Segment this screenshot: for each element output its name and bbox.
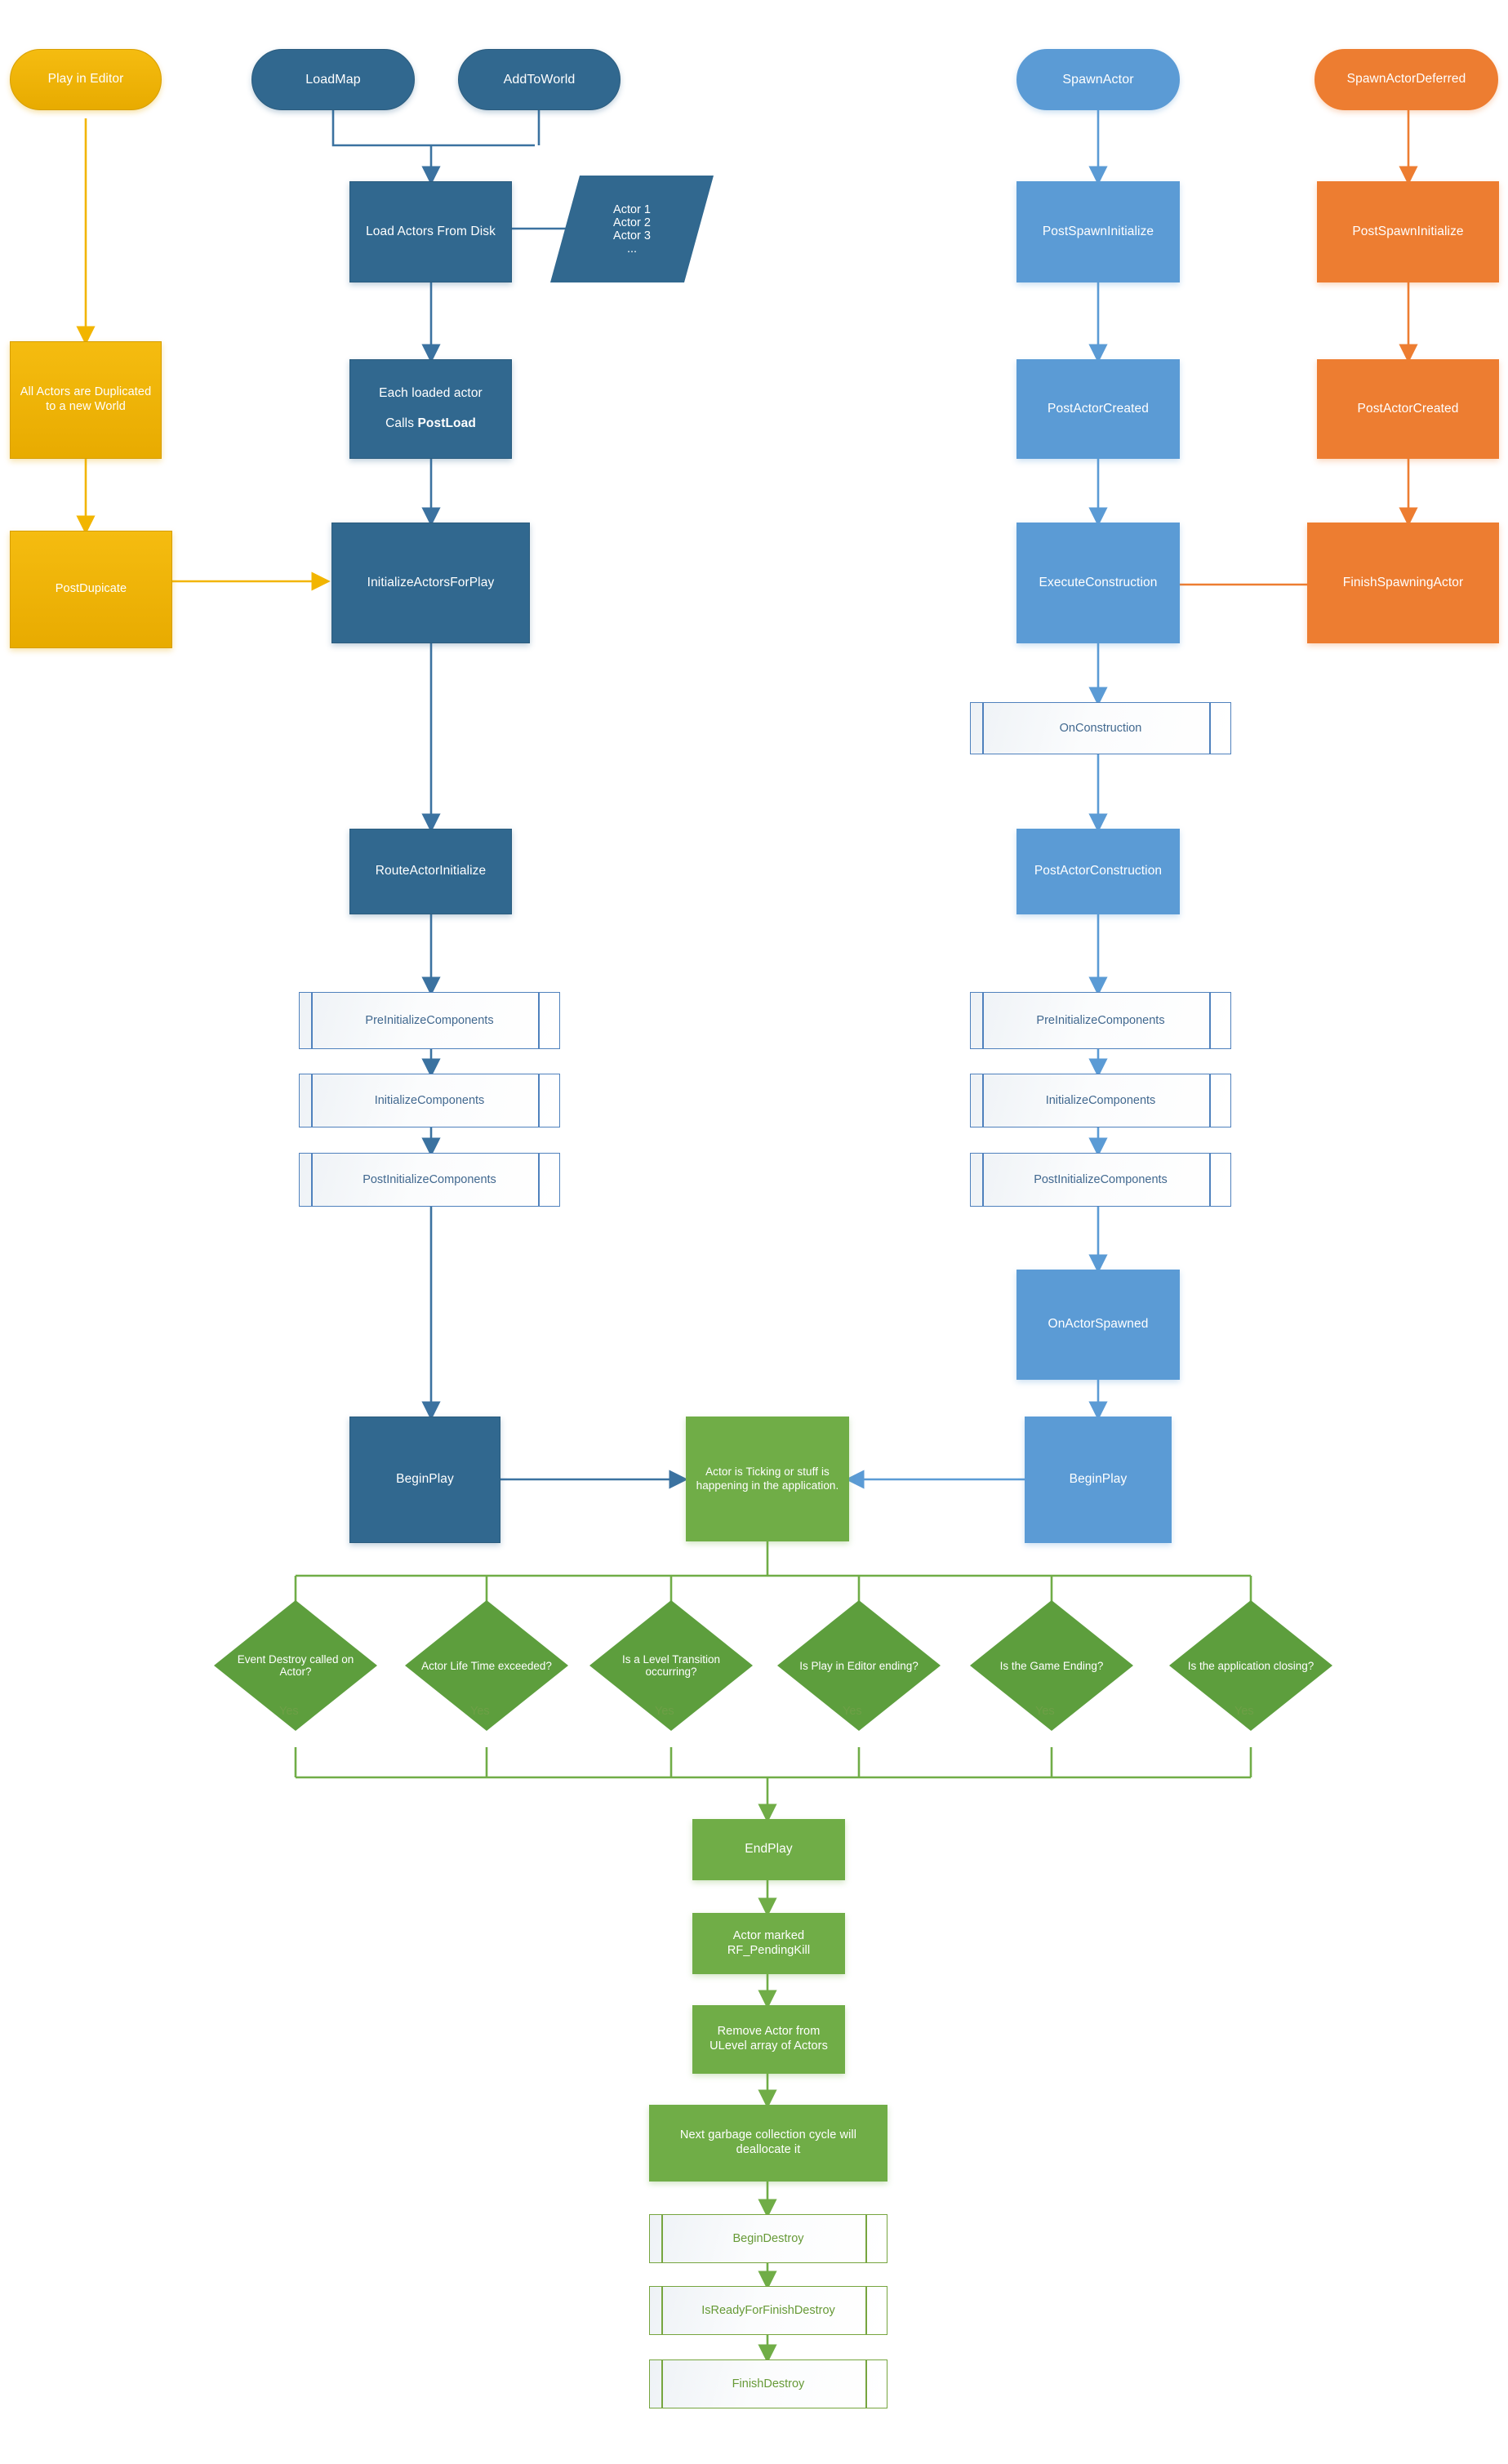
node-post-duplicate[interactable]: PostDupicate [10, 531, 172, 648]
yes-label-6: Yes [1234, 1705, 1254, 1718]
parallelogram-shape [550, 176, 714, 282]
subprocess-finish-destroy[interactable]: FinishDestroy [649, 2359, 887, 2408]
start-loadmap[interactable]: LoadMap [251, 49, 415, 110]
node-post-spawn-initialize-spawn[interactable]: PostSpawnInitialize [1016, 181, 1180, 282]
diamond-shape [777, 1600, 941, 1731]
subprocess-on-construction[interactable]: OnConstruction [970, 702, 1231, 754]
postload-keyword: PostLoad [417, 416, 476, 431]
subprocess-post-initialize-components-right[interactable]: PostInitializeComponents [970, 1153, 1231, 1207]
yes-label-4: Yes [843, 1705, 862, 1718]
subprocess-post-initialize-components-left[interactable]: PostInitializeComponents [299, 1153, 560, 1207]
each-loaded-actor-line1: Each loaded actor [379, 385, 483, 400]
node-on-actor-spawned[interactable]: OnActorSpawned [1016, 1270, 1180, 1380]
node-actor-marked-pendingkill[interactable]: Actor marked RF_PendingKill [692, 1913, 845, 1974]
start-spawnactordeferred[interactable]: SpawnActorDeferred [1314, 49, 1498, 110]
yes-label-2: Yes [470, 1705, 490, 1718]
node-begin-play-right[interactable]: BeginPlay [1025, 1417, 1172, 1543]
node-initialize-actors-for-play[interactable]: InitializeActorsForPlay [331, 523, 530, 643]
diamond-shape [405, 1600, 568, 1731]
diamond-shape [970, 1600, 1133, 1731]
decision-event-destroy[interactable]: Event Destroy called on Actor? [214, 1600, 377, 1731]
yes-label-5: Yes [1035, 1705, 1055, 1718]
yes-label-1: Yes [279, 1705, 299, 1718]
node-all-actors-duplicated[interactable]: All Actors are Duplicated to a new World [10, 341, 162, 459]
node-post-actor-created-deferred[interactable]: PostActorCreated [1317, 359, 1499, 459]
node-finish-spawning-actor[interactable]: FinishSpawningActor [1307, 523, 1499, 643]
diamond-shape [589, 1600, 753, 1731]
decision-level-transition[interactable]: Is a Level Transition occurring? [589, 1600, 753, 1731]
start-spawnactor[interactable]: SpawnActor [1016, 49, 1180, 110]
node-actor-ticking[interactable]: Actor is Ticking or stuff is happening i… [686, 1417, 849, 1541]
node-post-actor-created-spawn[interactable]: PostActorCreated [1016, 359, 1180, 459]
node-load-actors-from-disk[interactable]: Load Actors From Disk [349, 181, 512, 282]
diamond-shape [1169, 1600, 1332, 1731]
node-post-spawn-initialize-deferred[interactable]: PostSpawnInitialize [1317, 181, 1499, 282]
node-execute-construction[interactable]: ExecuteConstruction [1016, 523, 1180, 643]
node-route-actor-initialize[interactable]: RouteActorInitialize [349, 829, 512, 914]
node-next-gc-cycle[interactable]: Next garbage collection cycle will deall… [649, 2105, 887, 2182]
diamond-shape [214, 1600, 377, 1731]
subprocess-pre-initialize-components-right[interactable]: PreInitializeComponents [970, 992, 1231, 1049]
decision-actor-lifetime[interactable]: Actor Life Time exceeded? [405, 1600, 568, 1731]
start-play-in-editor[interactable]: Play in Editor [10, 49, 162, 110]
subprocess-pre-initialize-components-left[interactable]: PreInitializeComponents [299, 992, 560, 1049]
yes-label-3: Yes [655, 1705, 674, 1718]
decision-game-ending[interactable]: Is the Game Ending? [970, 1600, 1133, 1731]
data-actor-list[interactable]: Actor 1 Actor 2 Actor 3 ... [550, 176, 714, 282]
node-end-play[interactable]: EndPlay [692, 1819, 845, 1880]
subprocess-initialize-components-left[interactable]: InitializeComponents [299, 1074, 560, 1127]
data-actor-list-lines: Actor 1 Actor 2 Actor 3 ... [613, 202, 651, 256]
decision-application-closing[interactable]: Is the application closing? [1169, 1600, 1332, 1731]
start-addtoworld[interactable]: AddToWorld [458, 49, 621, 110]
decision-play-in-editor-ending[interactable]: Is Play in Editor ending? [777, 1600, 941, 1731]
subprocess-initialize-components-right[interactable]: InitializeComponents [970, 1074, 1231, 1127]
node-begin-play-left[interactable]: BeginPlay [349, 1417, 500, 1543]
node-post-actor-construction[interactable]: PostActorConstruction [1016, 829, 1180, 914]
subprocess-is-ready-for-finish-destroy[interactable]: IsReadyForFinishDestroy [649, 2286, 887, 2335]
node-each-loaded-actor-postload[interactable]: Each loaded actor Calls PostLoad [349, 359, 512, 459]
node-remove-actor-from-ulevel[interactable]: Remove Actor from ULevel array of Actors [692, 2005, 845, 2074]
subprocess-begin-destroy[interactable]: BeginDestroy [649, 2214, 887, 2263]
